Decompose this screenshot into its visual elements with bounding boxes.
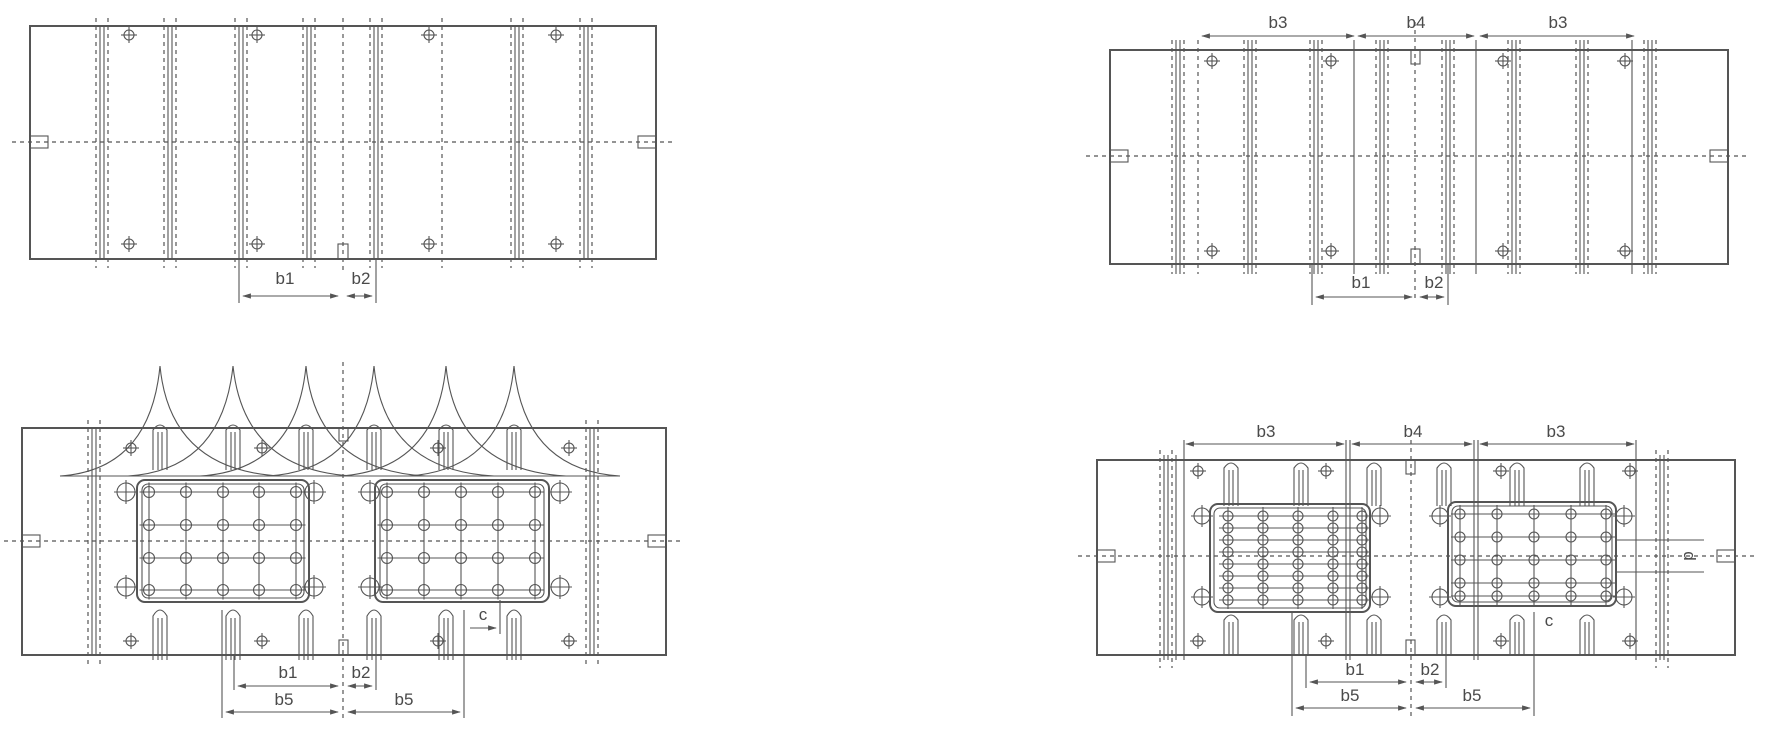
dim-label-b3-right: b3 <box>1547 422 1566 441</box>
cooler-plate-right <box>1447 501 1617 607</box>
diagram-bottom-right: b3 b4 b3 b1 b2 b5 b5 c d <box>1078 422 1756 720</box>
dim-label-b1: b1 <box>276 269 295 288</box>
dim-label-b5-right: b5 <box>395 690 414 709</box>
dim-label-c: c <box>1545 611 1554 630</box>
end-lug-left <box>1096 549 1116 563</box>
dimension-lines <box>1201 33 1635 305</box>
unit-columns <box>1171 40 1657 274</box>
dim-label-b2: b2 <box>352 663 371 682</box>
diagram-top-right: b3 b4 b3 b1 b2 <box>1086 13 1746 305</box>
dim-label-b5-left: b5 <box>1341 686 1360 705</box>
dim-label-b5-right: b5 <box>1463 686 1482 705</box>
cooler-tube-grid <box>139 482 545 600</box>
dim-label-b5-left: b5 <box>275 690 294 709</box>
dim-label-b1: b1 <box>1346 660 1365 679</box>
cooler-plate-right <box>374 479 550 603</box>
end-lug-right <box>1716 549 1736 563</box>
dim-label-b2: b2 <box>352 269 371 288</box>
end-lug-left <box>21 534 41 548</box>
unit-columns <box>1159 440 1669 668</box>
dim-label-b2: b2 <box>1425 273 1444 292</box>
large-holes <box>1191 505 1635 608</box>
top-bushings <box>1223 462 1595 506</box>
center-lug-bottom <box>338 639 349 656</box>
unit-columns <box>95 18 593 268</box>
bottom-bushings <box>152 609 522 660</box>
center-lug <box>337 243 349 260</box>
dim-label-b1: b1 <box>279 663 298 682</box>
center-lug-bottom <box>1405 639 1416 656</box>
dim-label-b1: b1 <box>1352 273 1371 292</box>
center-lug-bottom <box>1410 248 1421 265</box>
dim-label-b3-left: b3 <box>1257 422 1276 441</box>
top-bushings <box>152 424 522 470</box>
bottom-bushings <box>1223 614 1595 655</box>
mounting-holes <box>122 439 578 650</box>
cooler-tube-grid <box>1219 505 1615 609</box>
dim-label-d: d <box>1680 551 1699 560</box>
end-columns <box>87 420 599 668</box>
dimension-lines <box>221 600 501 718</box>
center-lug-top <box>338 427 349 442</box>
large-holes <box>114 480 572 599</box>
dim-label-b3-right: b3 <box>1549 13 1568 32</box>
end-lug-left <box>29 135 49 149</box>
dim-label-b3-left: b3 <box>1269 13 1288 32</box>
frame-outline <box>1109 49 1729 265</box>
frame-outline <box>1096 459 1736 656</box>
center-lug-top <box>1405 459 1416 475</box>
dim-label-b2: b2 <box>1421 660 1440 679</box>
end-lug-right <box>647 534 667 548</box>
dimension-lines <box>238 259 377 303</box>
dimension-lines <box>1185 441 1635 716</box>
center-lug-top <box>1410 49 1421 65</box>
pipe-d <box>1616 539 1704 573</box>
dim-label-c: c <box>479 605 488 624</box>
cooler-plate-left <box>1209 503 1371 613</box>
end-lug-left <box>1109 149 1129 163</box>
diagram-top-left: b1 b2 <box>12 18 672 303</box>
diagram-bottom-left: b1 b2 b5 b5 c <box>4 362 682 720</box>
bushing-arcs <box>59 365 621 477</box>
dim-label-b4: b4 <box>1407 13 1426 32</box>
end-lug-right <box>1709 149 1729 163</box>
end-lug-right <box>637 135 657 149</box>
dim-label-b4: b4 <box>1404 422 1423 441</box>
